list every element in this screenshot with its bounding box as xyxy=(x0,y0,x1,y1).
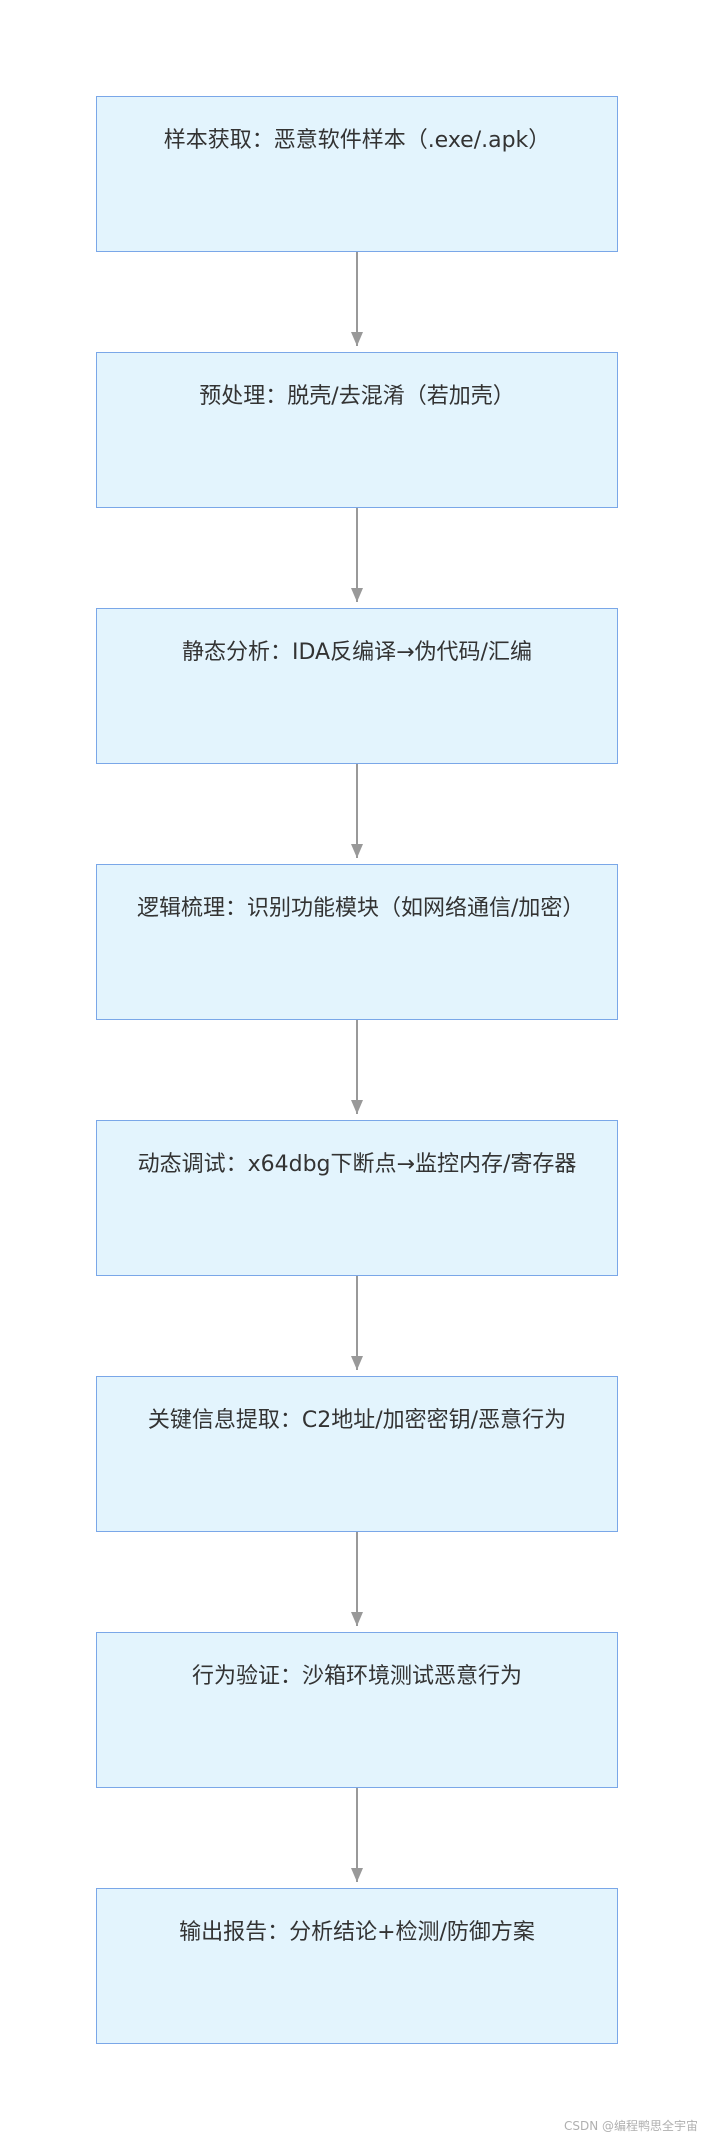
step-dynamic-debugging: 动态调试：x64dbg下断点→监控内存/寄存器 xyxy=(96,1120,618,1276)
step-logic-review: 逻辑梳理：识别功能模块（如网络通信/加密） xyxy=(96,864,618,1020)
step-label: 行为验证：沙箱环境测试恶意行为 xyxy=(191,1664,522,1689)
watermark: CSDN @编程鸭思全宇宙 xyxy=(563,2119,698,2133)
arrow-7-8 xyxy=(351,1788,363,1882)
step-static-analysis: 静态分析：IDA反编译→伪代码/汇编 xyxy=(96,608,618,764)
arrow-2-3 xyxy=(351,508,363,602)
step-label: 样本获取：恶意软件样本（.exe/.apk） xyxy=(163,128,551,153)
step-behavior-verification: 行为验证：沙箱环境测试恶意行为 xyxy=(96,1632,618,1788)
step-key-info-extraction: 关键信息提取：C2地址/加密密钥/恶意行为 xyxy=(96,1376,618,1532)
step-label: 预处理：脱壳/去混淆（若加壳） xyxy=(199,384,515,409)
step-sample-acquisition: 样本获取：恶意软件样本（.exe/.apk） xyxy=(96,96,618,252)
arrow-6-7 xyxy=(351,1532,363,1626)
step-label: 静态分析：IDA反编译→伪代码/汇编 xyxy=(182,640,532,665)
step-label: 输出报告：分析结论+检测/防御方案 xyxy=(179,1920,535,1945)
arrow-4-5 xyxy=(351,1020,363,1114)
arrow-1-2 xyxy=(351,252,363,346)
step-label: 关键信息提取：C2地址/加密密钥/恶意行为 xyxy=(147,1408,567,1433)
step-label: 逻辑梳理：识别功能模块（如网络通信/加密） xyxy=(137,896,585,921)
step-output-report: 输出报告：分析结论+检测/防御方案 xyxy=(96,1888,618,2044)
step-preprocessing: 预处理：脱壳/去混淆（若加壳） xyxy=(96,352,618,508)
arrow-5-6 xyxy=(351,1276,363,1370)
step-label: 动态调试：x64dbg下断点→监控内存/寄存器 xyxy=(137,1152,577,1177)
arrow-3-4 xyxy=(351,764,363,858)
